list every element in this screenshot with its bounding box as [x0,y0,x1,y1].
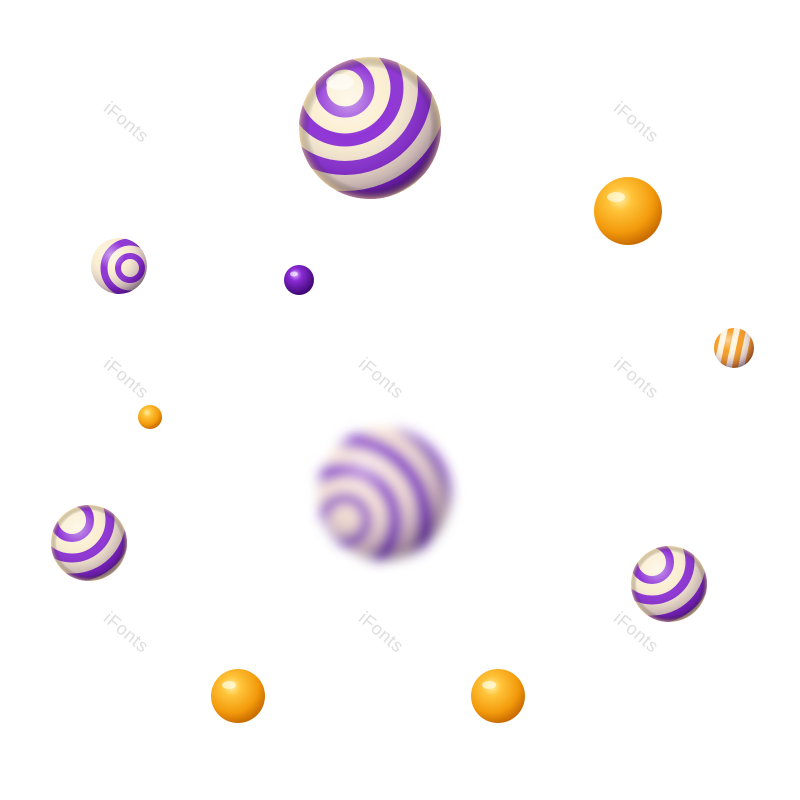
orange-sphere-bottom-left [211,669,265,723]
striped-sphere-small-left [91,238,147,294]
striped-sphere-lower-right [631,546,707,622]
striped-sphere-blurred [318,428,450,560]
orange-sphere-top-right [594,177,662,245]
striped-sphere-large [299,57,441,199]
orange-sphere-tiny [138,405,162,429]
orange-striped-sphere [714,328,754,368]
striped-sphere-lower-left [51,505,127,581]
orange-sphere-bottom-center [471,669,525,723]
purple-sphere-small [284,265,314,295]
